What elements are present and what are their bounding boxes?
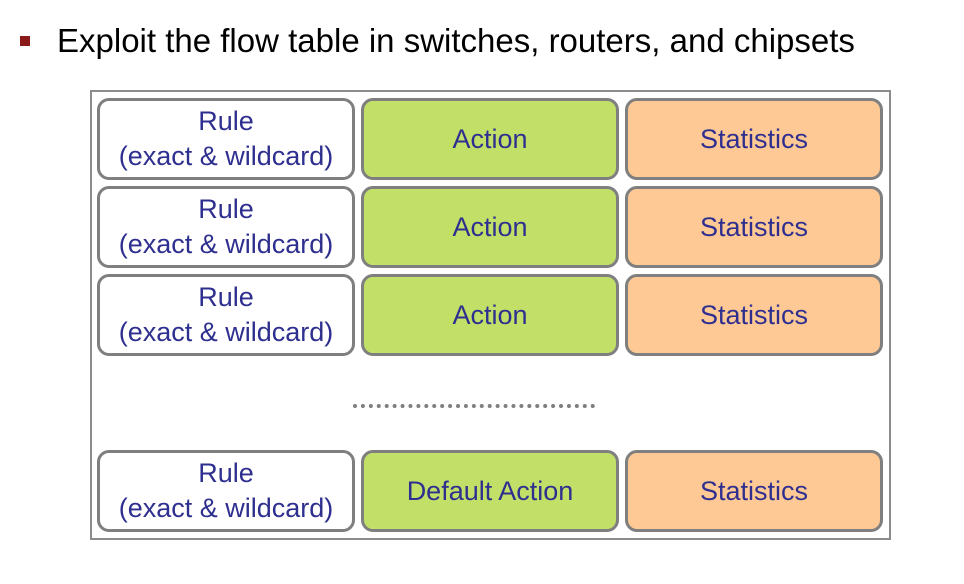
rule-subtitle: (exact & wildcard) <box>118 141 334 171</box>
default-action-cell: Default Action <box>361 450 619 532</box>
bullet-text: Exploit the flow table in switches, rout… <box>57 22 855 59</box>
rule-label: Rule <box>198 458 254 488</box>
action-label: Action <box>452 299 528 330</box>
statistics-cell: Statistics <box>625 274 883 356</box>
action-label: Action <box>452 211 528 242</box>
rule-cell: Rule (exact & wildcard) <box>97 186 355 268</box>
default-action-label: Default Action <box>406 475 574 506</box>
action-cell: Action <box>361 274 619 356</box>
statistics-cell: Statistics <box>625 98 883 180</box>
bullet-marker-icon <box>20 36 30 46</box>
rule-subtitle: (exact & wildcard) <box>118 317 334 347</box>
action-label: Action <box>452 123 528 154</box>
rule-subtitle: (exact & wildcard) <box>118 493 334 523</box>
rule-cell: Rule (exact & wildcard) <box>97 98 355 180</box>
rule-subtitle: (exact & wildcard) <box>118 229 334 259</box>
default-statistics-cell: Statistics <box>625 450 883 532</box>
ellipsis-dots <box>353 404 595 408</box>
action-cell: Action <box>361 98 619 180</box>
statistics-label: Statistics <box>699 299 809 330</box>
bullet-point: Exploit the flow table in switches, rout… <box>20 22 855 60</box>
statistics-label: Statistics <box>699 123 809 154</box>
rule-label: Rule <box>198 194 254 224</box>
statistics-label: Statistics <box>699 475 809 506</box>
rule-label: Rule <box>198 106 254 136</box>
statistics-label: Statistics <box>699 211 809 242</box>
action-cell: Action <box>361 186 619 268</box>
rule-label: Rule <box>198 282 254 312</box>
rule-cell: Rule (exact & wildcard) <box>97 274 355 356</box>
default-rule-cell: Rule (exact & wildcard) <box>97 450 355 532</box>
statistics-cell: Statistics <box>625 186 883 268</box>
